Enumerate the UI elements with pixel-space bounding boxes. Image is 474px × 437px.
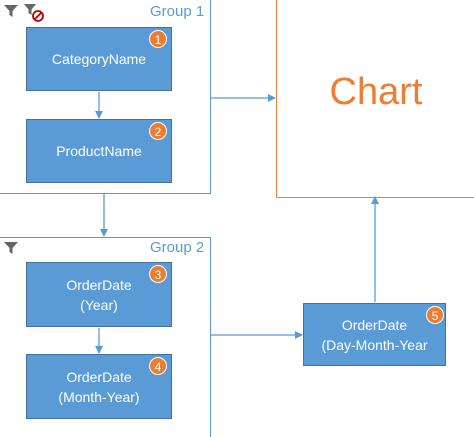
group-1-frame: [0, 0, 211, 194]
node-category-name[interactable]: CategoryName: [26, 27, 172, 91]
filter-clear-icon[interactable]: [23, 3, 45, 23]
node-order-date-month-year[interactable]: OrderDate (Month-Year): [26, 354, 172, 419]
step-badge: 5: [426, 306, 444, 324]
step-badge: 3: [149, 265, 167, 283]
step-badge: 2: [149, 122, 167, 140]
node-product-name[interactable]: ProductName: [26, 119, 172, 183]
step-badge: 4: [149, 357, 167, 375]
step-badge: 1: [149, 30, 167, 48]
group-2-label: Group 2: [150, 239, 205, 256]
chart-title: Chart: [329, 71, 423, 113]
group-2-frame: [0, 237, 211, 437]
filter-icon[interactable]: [3, 240, 19, 256]
filter-icon[interactable]: [3, 3, 19, 19]
group-1-label: Group 1: [150, 3, 205, 20]
node-order-date-year[interactable]: OrderDate (Year): [26, 262, 172, 327]
node-order-date-day-month-year[interactable]: OrderDate (Day-Month-Year: [303, 303, 446, 366]
